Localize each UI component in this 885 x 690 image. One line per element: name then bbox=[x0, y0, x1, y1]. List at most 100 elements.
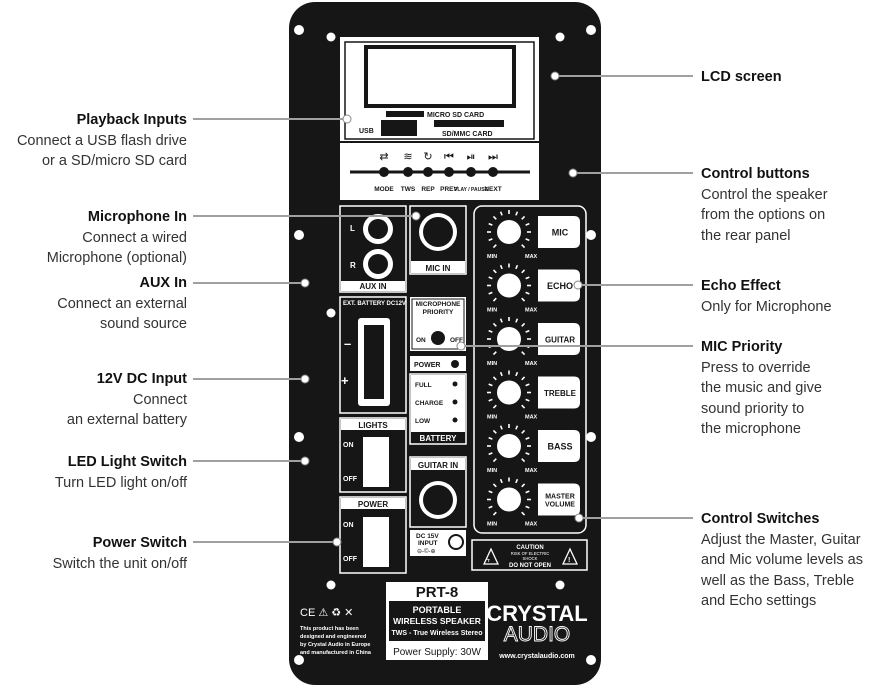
callout-title: LED Light Switch bbox=[67, 454, 187, 470]
polarity-icon: ⊖-©-⊕ bbox=[417, 548, 435, 555]
model-name: PRT-8 bbox=[416, 584, 459, 601]
mode-button[interactable] bbox=[379, 167, 389, 177]
lcd-screen bbox=[364, 45, 516, 108]
knob-tick bbox=[492, 458, 497, 463]
callout-title: LCD screen bbox=[701, 69, 782, 85]
knob-dial[interactable] bbox=[497, 273, 521, 298]
knob-tick bbox=[515, 211, 519, 216]
lights-switch[interactable] bbox=[363, 437, 389, 487]
power-on-label: ON bbox=[343, 522, 354, 529]
ext-battery-label: EXT. BATTERY DC12V bbox=[343, 301, 406, 307]
knob-dial[interactable] bbox=[497, 327, 521, 351]
knob-tick bbox=[525, 452, 530, 456]
knob-tick bbox=[488, 452, 493, 456]
callout-power-switch: Power Switch Switch the unit on/off bbox=[53, 533, 187, 574]
callout-text: Connect a wired bbox=[82, 229, 187, 246]
tws-label: TWS bbox=[401, 186, 416, 193]
knob-tick bbox=[488, 505, 493, 509]
play-pause-button[interactable] bbox=[466, 167, 476, 177]
knob-tick bbox=[525, 238, 530, 242]
knob-label: MASTER bbox=[545, 494, 575, 501]
battery-charge-led bbox=[452, 399, 458, 405]
knob-tick bbox=[521, 376, 526, 381]
knob-dial[interactable] bbox=[497, 220, 521, 244]
rep-button[interactable] bbox=[423, 167, 433, 177]
prev-button[interactable] bbox=[444, 167, 454, 177]
sd-label: SD/MMC CARD bbox=[442, 131, 493, 138]
tws-button[interactable] bbox=[403, 167, 413, 177]
knob-min-label: MIN bbox=[487, 522, 497, 528]
mic-in-label: MIC IN bbox=[426, 264, 451, 273]
lights-off-label: OFF bbox=[343, 476, 358, 483]
caution-label: ϟ ! CAUTION RISK OF ELECTRIC SHOCK DO NO… bbox=[471, 539, 588, 571]
usb-port[interactable] bbox=[381, 120, 417, 136]
next-button[interactable] bbox=[488, 167, 498, 177]
battery-low-label: LOW bbox=[415, 418, 431, 425]
knob-tick bbox=[488, 291, 493, 295]
micro-sd-label: MICRO SD CARD bbox=[427, 112, 484, 119]
knob-tick bbox=[492, 351, 497, 356]
knob-tick bbox=[492, 269, 497, 274]
callout-text: the microphone bbox=[701, 421, 801, 437]
mic-priority-button[interactable] bbox=[431, 331, 445, 345]
knob-dial[interactable] bbox=[497, 434, 521, 458]
callout-title: Control buttons bbox=[701, 166, 810, 182]
knob-tick bbox=[515, 478, 519, 484]
power-off-label: OFF bbox=[343, 556, 358, 563]
callout-mic-priority: MIC Priority Press to override the music… bbox=[701, 337, 822, 440]
knob-max-label: MAX bbox=[525, 522, 538, 528]
knob-dial[interactable] bbox=[497, 487, 521, 512]
knob-tick bbox=[525, 490, 530, 494]
knob-max-label: MAX bbox=[525, 415, 538, 421]
callout-text: Switch the unit on/off bbox=[52, 555, 187, 572]
aux-r-label: R bbox=[350, 261, 356, 270]
knob-tick bbox=[521, 322, 526, 327]
callout-title: Power Switch bbox=[92, 535, 187, 551]
power-switch[interactable] bbox=[363, 517, 389, 567]
callout-text: Turn LED light on/off bbox=[54, 474, 187, 491]
knob-tick bbox=[515, 318, 519, 323]
knob-label-tab bbox=[538, 216, 580, 248]
control-button-dots bbox=[379, 167, 498, 177]
guitar-in-label: GUITAR IN bbox=[418, 461, 459, 470]
callout-microphone-in: Microphone In Connect a wired Microphone… bbox=[47, 207, 187, 269]
knob-tick bbox=[492, 244, 497, 249]
usb-label: USB bbox=[359, 128, 374, 135]
knob-dial[interactable] bbox=[497, 380, 521, 405]
callout-text: Microphone (optional) bbox=[46, 250, 187, 266]
knob-max-label: MAX bbox=[525, 361, 538, 367]
power-led bbox=[451, 360, 459, 368]
callout-text: Control the speaker bbox=[701, 186, 828, 203]
prev-icon: ⏮ bbox=[444, 151, 454, 163]
knob-tick bbox=[525, 222, 530, 226]
knob-tick bbox=[492, 511, 497, 516]
knob-tick bbox=[488, 383, 493, 387]
knob-tick bbox=[521, 215, 526, 220]
designed-text-1: This product has been bbox=[300, 626, 359, 632]
callout-text: sound source bbox=[99, 316, 187, 332]
callout-text: and Echo settings bbox=[701, 593, 817, 609]
battery-full-led bbox=[452, 381, 458, 387]
caution-risk: RISK OF ELECTRIC bbox=[511, 551, 550, 556]
knob-tick bbox=[515, 371, 519, 377]
mic-in-module: MIC IN bbox=[409, 205, 467, 275]
knob-label-tab bbox=[538, 430, 580, 462]
callout-title: AUX In bbox=[139, 275, 187, 291]
battery-indicator: FULL CHARGE LOW BATTERY bbox=[409, 373, 467, 445]
sd-card-slot[interactable] bbox=[434, 120, 504, 127]
micro-sd-slot[interactable] bbox=[386, 111, 424, 117]
lights-label: LIGHTS bbox=[358, 421, 388, 430]
callout-control-switches: Control Switches Adjust the Master, Guit… bbox=[701, 509, 863, 612]
product-type-1: PORTABLE bbox=[413, 605, 462, 615]
mic-priority-off: OFF bbox=[450, 337, 463, 344]
knob-min-label: MIN bbox=[487, 415, 497, 421]
knob-tick bbox=[492, 404, 497, 409]
play-pause-icon: ⏯ bbox=[467, 151, 476, 163]
callout-text: Connect a USB flash drive bbox=[16, 132, 187, 149]
battery-charge-label: CHARGE bbox=[415, 400, 444, 407]
